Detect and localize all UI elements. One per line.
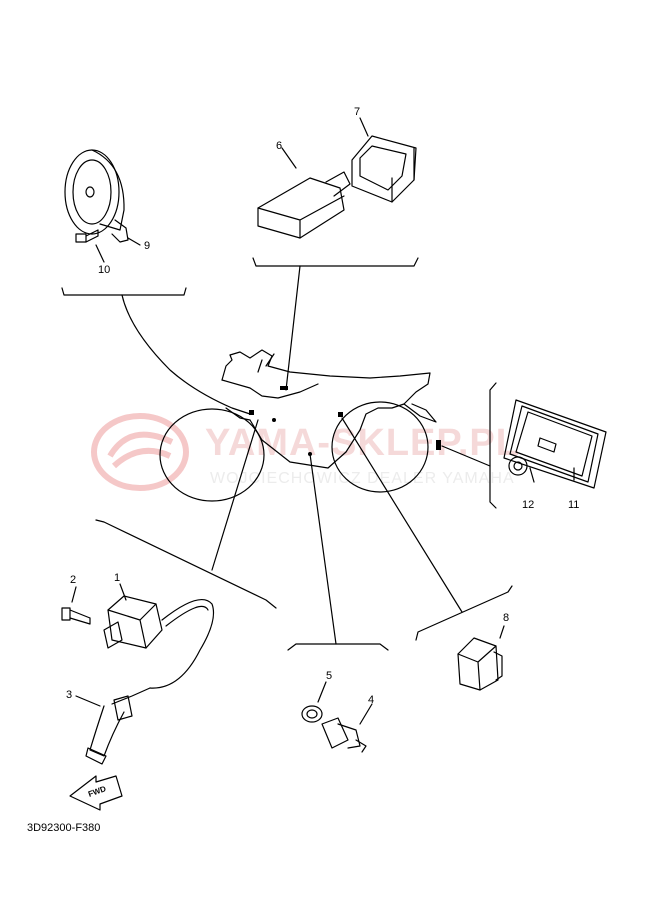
motorcycle-outline: [159, 349, 437, 502]
callout-3: 3: [66, 689, 73, 701]
horn-part: [64, 149, 129, 243]
callout-7: 7: [354, 106, 361, 118]
plug-cap-part: [85, 687, 151, 765]
callout-8: 8: [503, 612, 510, 624]
relay-part: [457, 637, 503, 691]
callout-10: 10: [98, 264, 111, 276]
callout-11: 11: [568, 499, 580, 511]
callout-9: 9: [144, 240, 151, 252]
callout-1: 1: [114, 572, 121, 584]
nut-part: [508, 456, 528, 476]
fwd-arrow-icon: [69, 775, 123, 811]
callout-2: 2: [70, 574, 77, 586]
ignition-coil-part: [103, 595, 215, 689]
cdi-unit-part: [257, 171, 351, 239]
callout-6: 6: [276, 140, 283, 152]
bolt-part: [75, 229, 99, 243]
washer-part: [301, 705, 323, 723]
cover-part: [351, 135, 417, 203]
callout-5: 5: [326, 670, 333, 682]
license-light-part: [503, 399, 607, 489]
watermark-main: YAMA-SKLEP.PL: [205, 422, 520, 464]
watermark-logo: [91, 413, 189, 491]
neutral-switch-part: [321, 717, 367, 753]
callout-12: 12: [522, 499, 535, 511]
screw-part: [61, 607, 91, 625]
document-id: 3D92300-F380: [27, 822, 101, 834]
watermark-sub: WOJCIECHOWICZ DEALER YAMAHA: [210, 470, 515, 487]
callout-4: 4: [368, 694, 375, 706]
